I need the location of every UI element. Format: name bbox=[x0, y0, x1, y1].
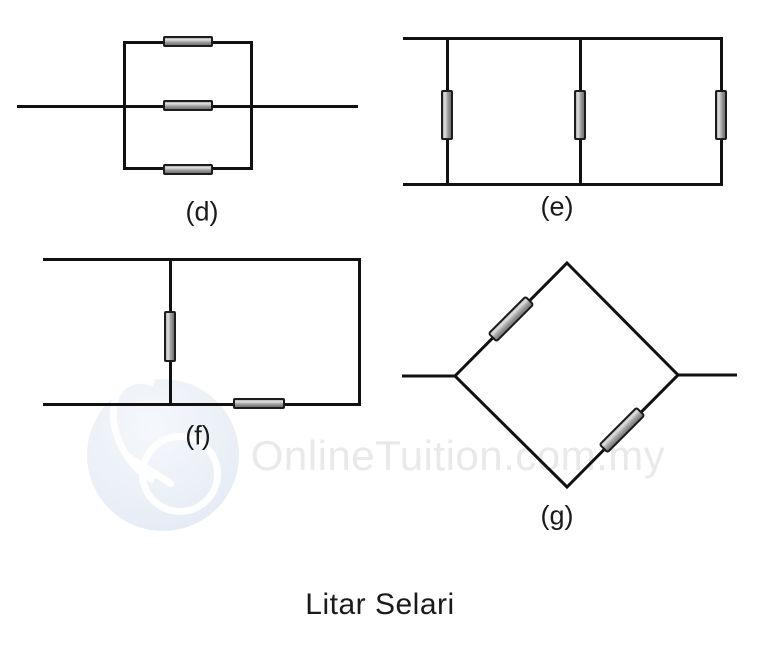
resistor-g-upper-left bbox=[488, 296, 534, 342]
resistor-d-middle bbox=[163, 100, 213, 111]
circuit-f-top-rail bbox=[43, 258, 361, 261]
circuit-f-bottom-rail bbox=[43, 403, 361, 406]
resistor-d-bottom bbox=[163, 164, 213, 175]
circuit-g-label: (g) bbox=[540, 500, 574, 531]
watermark-text: OnlineTuition.com.my bbox=[250, 432, 666, 479]
circuit-g-lead-wires bbox=[402, 373, 737, 378]
circuit-d-right-side-wire bbox=[250, 41, 253, 170]
watermark-ring-icon bbox=[139, 433, 221, 515]
resistor-d-top bbox=[163, 36, 213, 47]
resistor-e-left bbox=[441, 90, 453, 140]
circuit-d-label: (d) bbox=[185, 196, 219, 227]
resistor-f-horizontal bbox=[233, 398, 285, 409]
resistor-g-lower-right bbox=[599, 407, 645, 453]
circuit-f-right-side-wire bbox=[358, 258, 361, 406]
resistor-f-vertical bbox=[164, 311, 176, 362]
watermark-globe-logo bbox=[87, 361, 239, 531]
circuit-d-left-side-wire bbox=[123, 41, 126, 170]
resistor-e-right bbox=[715, 90, 727, 140]
circuit-g-drawing bbox=[402, 260, 737, 490]
circuit-g-diamond-loop bbox=[452, 260, 681, 490]
circuit-e-bottom-rail bbox=[403, 183, 723, 186]
resistor-e-middle bbox=[574, 90, 586, 140]
page-title: Litar Selari bbox=[305, 588, 455, 621]
circuit-e-label: (e) bbox=[540, 191, 574, 222]
circuit-f-label: (f) bbox=[185, 420, 211, 451]
circuit-e-top-rail bbox=[403, 37, 723, 40]
